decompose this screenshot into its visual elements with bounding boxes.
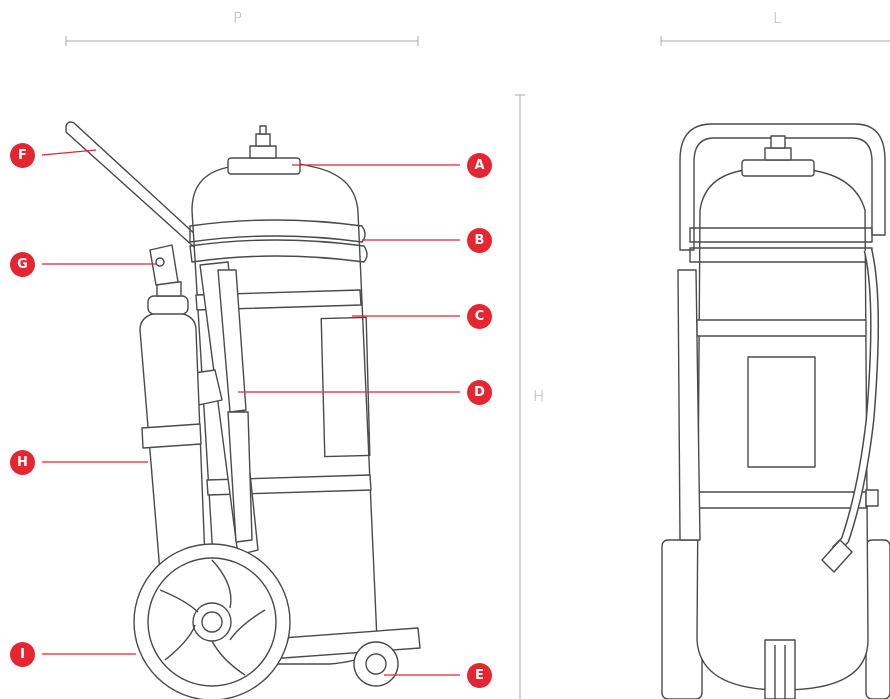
regulator [149, 244, 179, 286]
callout-d: D [467, 380, 492, 405]
width-dimension-line [660, 36, 890, 46]
front-wheel-right [865, 539, 890, 699]
callout-e: E [467, 663, 492, 688]
callout-b: B [467, 228, 492, 253]
callout-leaders [41, 149, 460, 676]
tank-label-plate [320, 316, 371, 458]
callout-h: H [10, 450, 35, 475]
depth-dimension-label: P [233, 9, 243, 27]
callout-c: C [467, 304, 492, 329]
hose-coil [189, 219, 366, 243]
front-label-plate [747, 356, 816, 468]
height-dimension-line [515, 94, 525, 699]
width-dimension-label: L [773, 9, 782, 27]
nozzle-lance [217, 269, 247, 413]
callout-i: I [10, 642, 35, 667]
side-view [65, 121, 421, 699]
height-dimension-label: H [533, 387, 545, 405]
depth-dimension-line [65, 36, 419, 46]
handle [65, 121, 211, 257]
leader-f [41, 149, 97, 156]
callout-g: G [10, 252, 35, 277]
front-wheel-left [661, 539, 703, 699]
callout-a: A [467, 153, 492, 178]
callout-f: F [10, 143, 35, 168]
front-view [661, 123, 890, 699]
tank-valve-collar [227, 157, 301, 175]
